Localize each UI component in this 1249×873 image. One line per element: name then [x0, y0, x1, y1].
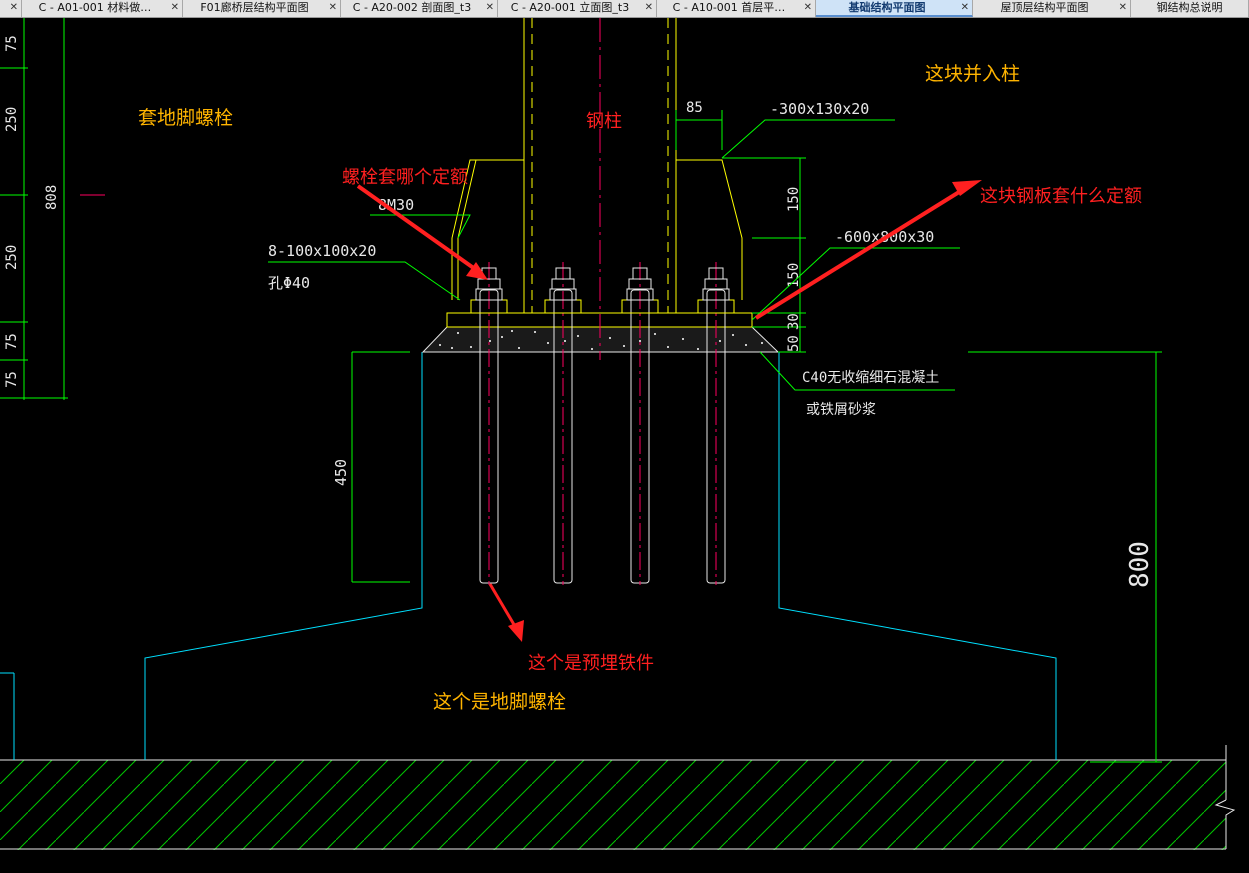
anchor-bolts	[470, 262, 735, 585]
tab-label: F01廊桥层结构平面图	[200, 1, 309, 14]
tab-partial[interactable]: ✕	[0, 0, 22, 17]
tab-label: C - A10-001 首层平…	[672, 1, 786, 14]
steel-column	[451, 18, 743, 313]
markup-arrows	[356, 180, 982, 642]
annotation-tao-bolt: 套地脚螺栓	[138, 107, 233, 129]
washer-spec-label: 8-100x100x20	[268, 242, 376, 260]
foundation-outline	[0, 352, 1057, 760]
close-icon[interactable]: ✕	[9, 2, 18, 13]
anchor-bolt	[470, 262, 508, 585]
tab-f01[interactable]: F01廊桥层结构平面图 ✕	[183, 0, 341, 17]
annotation-into-column: 这块并入柱	[925, 63, 1020, 85]
tab-roof-plan[interactable]: 屋顶层结构平面图 ✕	[973, 0, 1131, 17]
arrow-plate-question	[754, 180, 982, 320]
annotation-plate-question: 这块钢板套什么定额	[980, 186, 1142, 207]
left-dimension-chain	[0, 18, 105, 400]
close-icon[interactable]: ✕	[170, 2, 179, 13]
anchor-bolt	[544, 262, 582, 585]
dim-150-a: 150	[786, 187, 802, 212]
tab-label: C - A20-001 立面图_t3	[510, 1, 630, 14]
plate-top-label: -300x130x20	[770, 100, 869, 118]
tab-a01-001[interactable]: C - A01-001 材料做… ✕	[22, 0, 183, 17]
close-icon[interactable]: ✕	[328, 2, 337, 13]
dim-text: 75	[4, 35, 20, 52]
tab-foundation-plan[interactable]: 基础结构平面图 ✕	[816, 0, 973, 17]
dim-800-lines	[968, 351, 1162, 763]
annotation-steel-column: 钢柱	[586, 111, 622, 132]
tab-label: C - A01-001 材料做…	[38, 1, 152, 14]
dim-50: 50	[786, 335, 802, 352]
grout-label-2: 或铁屑砂浆	[806, 402, 876, 418]
annotation-anchor-bolt: 这个是地脚螺栓	[433, 691, 566, 713]
anchor-bolt	[621, 262, 659, 585]
dim-text: 250	[4, 245, 20, 270]
arrow-embedded-part	[488, 583, 524, 642]
close-icon[interactable]: ✕	[644, 2, 653, 13]
tab-a20-002[interactable]: C - A20-002 剖面图_t3 ✕	[341, 0, 498, 17]
tab-label: 基础结构平面图	[848, 1, 926, 14]
close-icon[interactable]: ✕	[960, 2, 969, 13]
tab-label: 钢结构总说明	[1156, 1, 1223, 14]
annotation-bolt-question: 螺栓套哪个定额	[342, 167, 468, 188]
cad-drawing-canvas[interactable]: 75 250 808 250 75 75 85 150 150 30 50	[0, 18, 1249, 869]
dim-800: 800	[1125, 541, 1155, 588]
tab-label: 屋顶层结构平面图	[1000, 1, 1089, 14]
leader-lines	[268, 119, 960, 391]
tab-a10-001[interactable]: C - A10-001 首层平… ✕	[657, 0, 816, 17]
close-icon[interactable]: ✕	[803, 2, 812, 13]
tab-a20-001[interactable]: C - A20-001 立面图_t3 ✕	[498, 0, 657, 17]
close-icon[interactable]: ✕	[1118, 2, 1127, 13]
tab-label: C - A20-002 剖面图_t3	[352, 1, 472, 14]
grout-label-1: C40无收缩细石混凝土	[802, 370, 939, 386]
dim-text: 75	[4, 371, 20, 388]
cad-drawing: 75 250 808 250 75 75 85 150 150 30 50	[0, 18, 1236, 850]
annotation-embedded-part: 这个是预埋铁件	[528, 653, 654, 674]
close-icon[interactable]: ✕	[485, 2, 494, 13]
ground-hatch	[0, 745, 1236, 850]
dim-30: 30	[786, 313, 802, 330]
bolt-spec-label: 8M30	[378, 196, 414, 214]
dim-450-lines	[351, 351, 410, 583]
anchor-bolt	[697, 262, 735, 585]
document-tab-bar: ✕ C - A01-001 材料做… ✕ F01廊桥层结构平面图 ✕ C - A…	[0, 0, 1249, 18]
dim-text: 808	[44, 185, 60, 210]
dim-150-b: 150	[786, 263, 802, 288]
dim-85: 85	[686, 100, 703, 116]
arrow-bolt-question	[356, 184, 488, 280]
dim-text: 250	[4, 107, 20, 132]
dim-450: 450	[332, 459, 350, 486]
hole-spec-label: 孔Φ40	[268, 274, 310, 292]
dim-text: 75	[4, 333, 20, 350]
tab-steel-notes[interactable]: 钢结构总说明	[1131, 0, 1249, 17]
